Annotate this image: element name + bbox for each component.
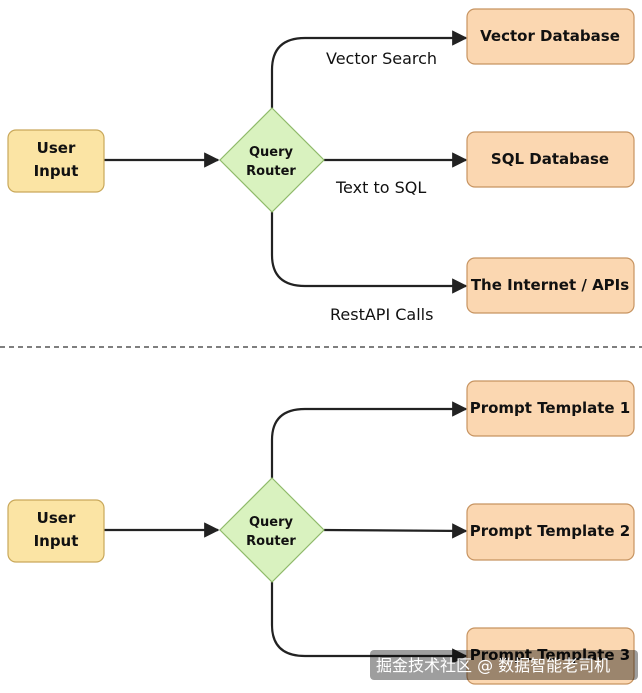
user-input-2-line1: User — [37, 509, 76, 527]
query-router-node: Query Router — [219, 107, 325, 213]
vector-database-label: Vector Database — [480, 27, 620, 45]
bottom-diagram: User Input Query Router Prompt Template … — [7, 380, 635, 685]
edge-label-text-to-sql: Text to SQL — [335, 178, 426, 197]
prompt-template-1-label: Prompt Template 1 — [470, 399, 631, 417]
edge-label-restapi-calls: RestAPI Calls — [330, 305, 433, 324]
internet-apis-node: The Internet / APIs — [466, 257, 635, 314]
internet-apis-label: The Internet / APIs — [471, 276, 629, 294]
sql-database-node: SQL Database — [466, 131, 635, 188]
top-diagram: User Input Query Router Vector Database … — [7, 8, 635, 324]
router-2-line1: Query — [249, 515, 294, 530]
user-input-2-line2: Input — [34, 532, 79, 550]
edge-router-to-template-2 — [323, 523, 468, 539]
edge-router-to-template-3 — [270, 582, 468, 664]
user-input-node: User Input — [7, 129, 105, 193]
vector-database-node: Vector Database — [466, 8, 635, 65]
prompt-template-2-node: Prompt Template 2 — [466, 503, 635, 561]
prompt-template-3-label: Prompt Template 3 — [470, 646, 631, 664]
router-line2: Router — [246, 164, 296, 179]
query-router-node-2: Query Router — [219, 477, 325, 583]
edge-router-to-internet — [270, 212, 468, 294]
user-input-line2: Input — [34, 162, 79, 180]
edge-router-to-template-1 — [270, 401, 468, 478]
user-input-node-2: User Input — [7, 499, 105, 563]
router-line1: Query — [249, 145, 294, 160]
router-2-line2: Router — [246, 534, 296, 549]
prompt-template-2-label: Prompt Template 2 — [470, 522, 631, 540]
edge-label-vector-search: Vector Search — [326, 49, 437, 68]
watermark-text: 掘金技术社区 @ 数据智能老司机 — [376, 656, 610, 675]
sql-database-label: SQL Database — [491, 150, 609, 168]
prompt-template-3-node: Prompt Template 3 — [466, 627, 635, 685]
prompt-template-1-node: Prompt Template 1 — [466, 380, 635, 437]
watermark: 掘金技术社区 @ 数据智能老司机 — [370, 650, 638, 680]
edge-router-to-vector-db — [270, 30, 468, 108]
user-input-line1: User — [37, 139, 76, 157]
